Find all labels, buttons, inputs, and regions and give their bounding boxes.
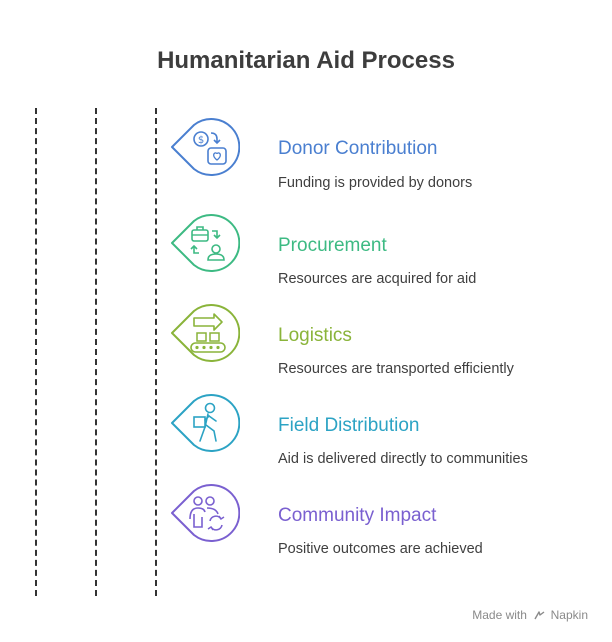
step-title: Procurement: [278, 235, 387, 256]
dashed-divider-1: [35, 108, 37, 596]
footer-made-with: Made with: [472, 608, 527, 622]
step-title: Donor Contribution: [278, 138, 438, 159]
step-description: Resources are transported efficiently: [278, 361, 514, 377]
svg-text:$: $: [198, 135, 204, 146]
step-description: Resources are acquired for aid: [278, 271, 477, 287]
napkin-logo-icon: [534, 611, 545, 620]
dashed-divider-3: [155, 108, 157, 596]
step-donor-contribution: $ Donor Contribution Funding is provided…: [0, 117, 612, 191]
step-title: Logistics: [278, 325, 352, 346]
step-logistics: Logistics Resources are transported effi…: [0, 303, 612, 377]
footer-brand: Napkin: [550, 608, 588, 622]
step-title: Community Impact: [278, 505, 437, 526]
money-donation-icon: $: [171, 118, 240, 176]
community-people-icon: [171, 484, 240, 542]
step-community-impact: Community Impact Positive outcomes are a…: [0, 483, 612, 557]
step-description: Funding is provided by donors: [278, 175, 473, 191]
procurement-exchange-icon: [171, 214, 240, 272]
diagram-title: Humanitarian Aid Process: [157, 47, 455, 74]
footer-credit[interactable]: Made with Napkin: [472, 608, 588, 622]
conveyor-transport-icon: [171, 304, 240, 362]
delivery-person-icon: [171, 394, 240, 452]
step-title: Field Distribution: [278, 415, 420, 436]
step-description: Aid is delivered directly to communities: [278, 451, 528, 467]
step-description: Positive outcomes are achieved: [278, 541, 483, 557]
step-field-distribution: Field Distribution Aid is delivered dire…: [0, 393, 612, 467]
step-procurement: Procurement Resources are acquired for a…: [0, 213, 612, 287]
dashed-divider-2: [95, 108, 97, 596]
